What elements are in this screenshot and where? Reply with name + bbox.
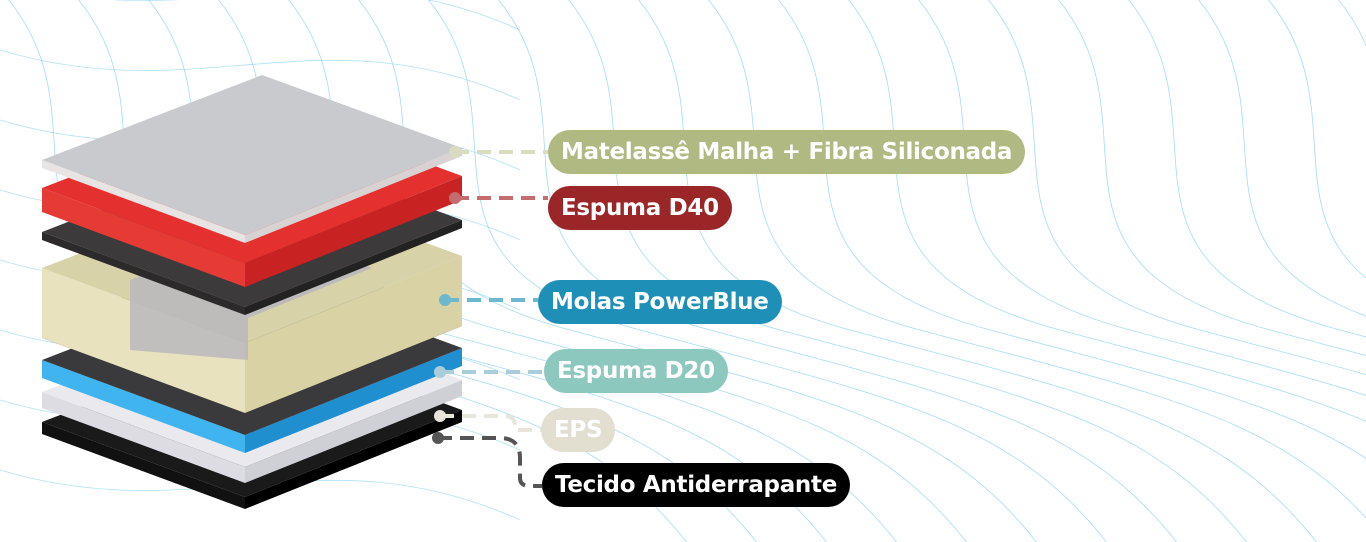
contour-line	[1267, 0, 1366, 279]
contour-line	[917, 0, 1366, 396]
connector-dot-4	[434, 410, 446, 422]
contour-line	[1197, 0, 1366, 317]
contour-line	[1057, 0, 1366, 356]
contour-line	[0, 49, 521, 101]
connector-dot-0	[449, 146, 461, 158]
contour-line	[777, 0, 1366, 459]
contour-line	[847, 0, 1366, 422]
layer-matelasse-left-side	[42, 160, 245, 243]
contour-line	[987, 0, 1366, 375]
connector-4	[440, 414, 541, 432]
layer-espuma-d40-left-side	[42, 188, 245, 287]
label-molas-powerblue: Molas PowerBlue	[538, 280, 782, 324]
label-eps: EPS	[541, 408, 616, 452]
layer-tecido-antiderrapante-right-side	[245, 410, 462, 509]
label-espuma-d20: Espuma D20	[544, 349, 728, 393]
connector-5	[438, 436, 542, 488]
label-tecido-antiderrapante: Tecido Antiderrapante	[542, 463, 850, 507]
contour-line	[637, 0, 1317, 542]
layer-matelasse	[42, 75, 462, 243]
contour-line	[357, 0, 1037, 542]
contour-line	[567, 0, 1247, 542]
layer-espuma-d20-left-side	[42, 360, 245, 453]
connector-dot-2	[439, 294, 451, 306]
contour-line	[497, 0, 1177, 542]
layer-matelasse-right-side	[245, 148, 462, 243]
layer-tecido-antiderrapante-left-side	[42, 422, 245, 509]
layer-eps-left-side	[42, 392, 245, 483]
contour-line	[707, 0, 1366, 519]
contour-line	[427, 0, 1107, 542]
layer-espuma-d20-right-side	[245, 348, 462, 453]
connector-dot-1	[449, 192, 461, 204]
label-espuma-d40: Espuma D40	[548, 186, 732, 230]
layer-eps-right-side	[245, 380, 462, 483]
layer-matelasse-top	[42, 75, 462, 235]
layer-felt-upper-left-side	[42, 232, 245, 315]
layer-molas-right-side	[245, 256, 462, 413]
connector-dot-5	[432, 432, 444, 444]
layer-felt-upper-right-side	[245, 220, 462, 315]
label-matelasse: Matelassê Malha + Fibra Siliconada	[548, 130, 1026, 174]
connector-dot-3	[434, 366, 446, 378]
contour-line	[111, 0, 521, 31]
layer-espuma-d40-right-side	[245, 176, 462, 287]
contour-line	[1127, 0, 1366, 338]
